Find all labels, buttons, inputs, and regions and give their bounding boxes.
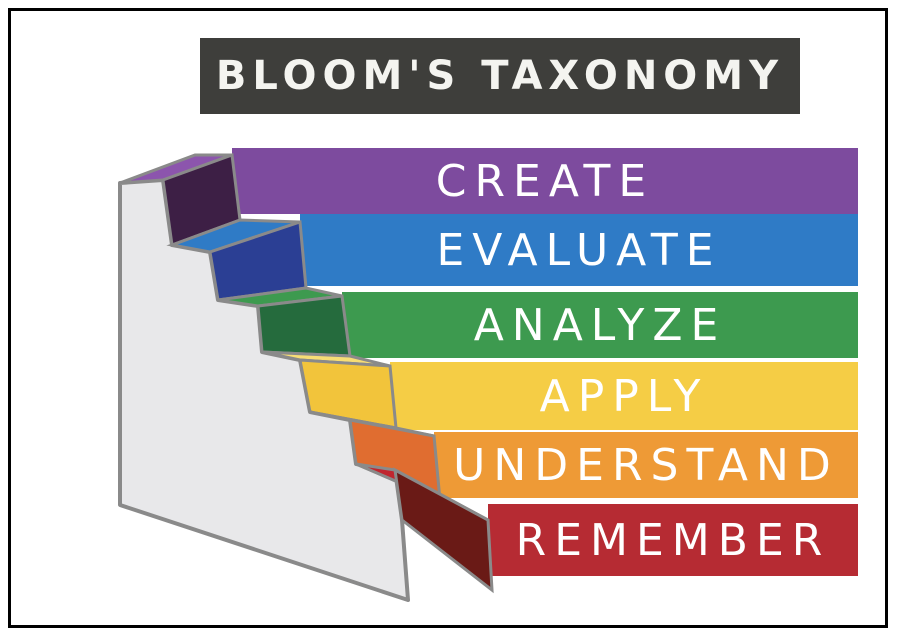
level-band-create: CREATE [232,148,858,214]
level-label-apply: APPLY [539,370,709,422]
step-3-front [256,294,352,358]
step-6-front [393,467,494,594]
level-label-create: CREATE [435,155,655,207]
level-band-analyze: ANALYZE [342,292,858,358]
level-band-understand: UNDERSTAND [434,432,858,498]
level-band-apply: APPLY [390,362,858,430]
diagram-title: BLOOM'S TAXONOMY [215,53,785,99]
level-label-understand: UNDERSTAND [453,439,839,491]
level-label-analyze: ANALYZE [473,299,727,351]
title-banner: BLOOM'S TAXONOMY [200,38,800,114]
level-label-evaluate: EVALUATE [436,224,722,276]
level-label-remember: REMEMBER [515,514,831,566]
level-band-evaluate: EVALUATE [300,214,858,286]
level-band-remember: REMEMBER [488,504,858,576]
